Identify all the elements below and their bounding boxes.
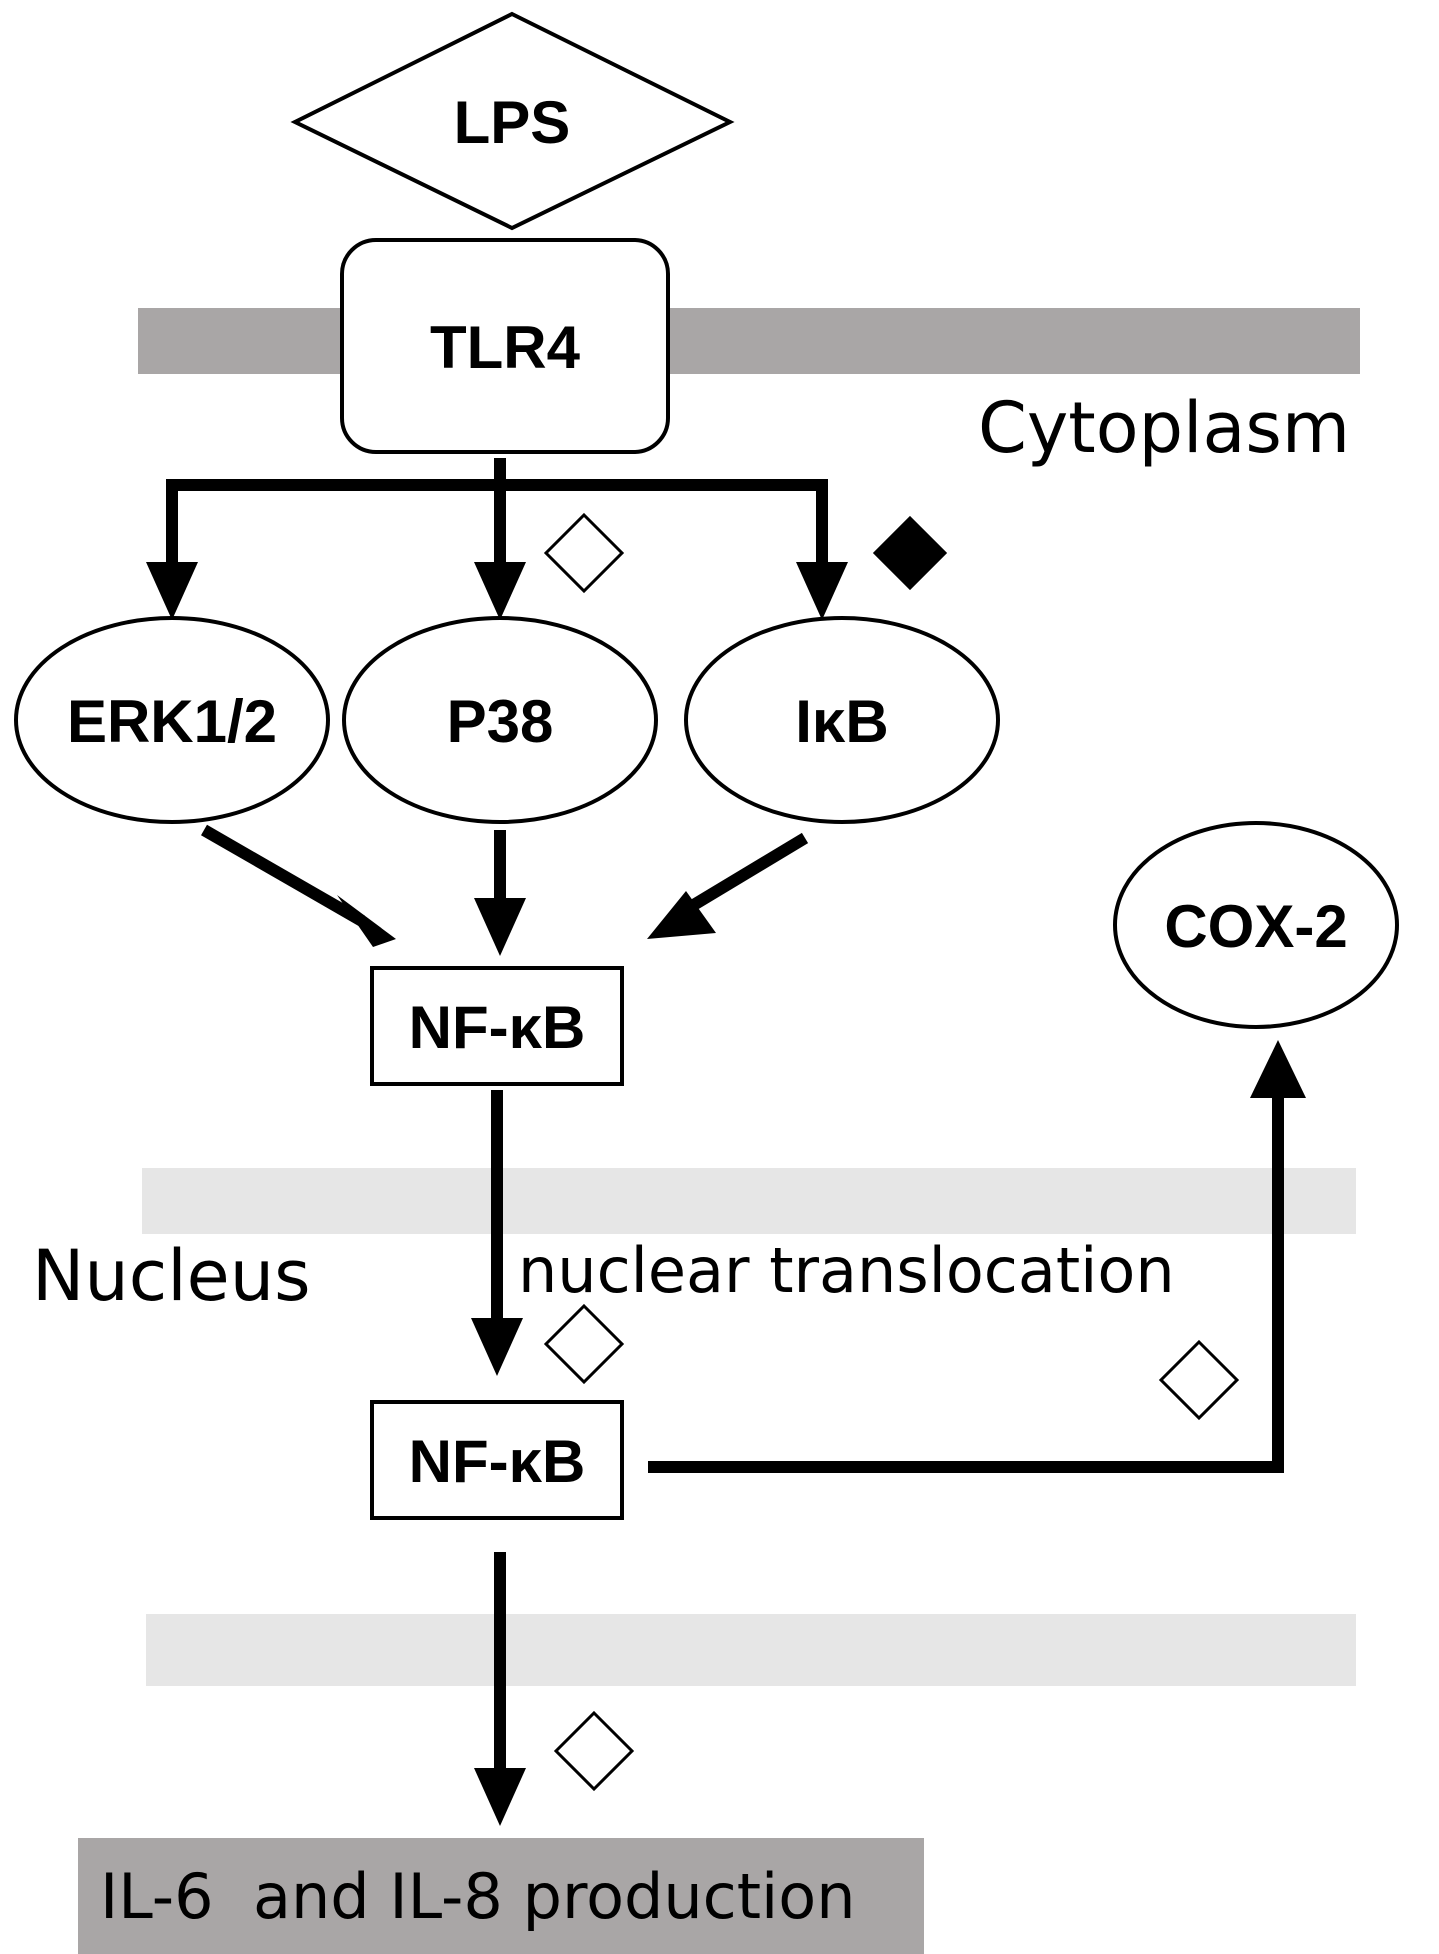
ikb-node	[684, 616, 1000, 824]
output-box	[78, 1838, 924, 1954]
erk-label: ERK1/2	[67, 688, 277, 755]
nfkb-nuc-label: NF-κB	[409, 1428, 586, 1495]
arrowhead-erk-nfkb	[337, 895, 396, 947]
marker-open-output	[553, 1710, 635, 1792]
arrowhead-cox2	[1250, 1040, 1306, 1098]
arrowhead-p38-nfkb	[474, 898, 526, 956]
erk-node	[14, 616, 330, 824]
p38-node	[342, 616, 658, 824]
translocation-label: nuclear translocation	[518, 1234, 1175, 1307]
lps-label: LPS	[454, 89, 571, 156]
tlr4-label: TLR4	[430, 314, 581, 381]
nucleus-label: Nucleus	[32, 1235, 311, 1317]
nfkb-cyto-label: NF-κB	[409, 994, 586, 1061]
tlr4-node	[340, 238, 670, 454]
nfkb-cyto-node	[370, 966, 624, 1086]
arrow-erk-to-nfkb	[201, 824, 365, 927]
cox2-label: COX-2	[1164, 893, 1347, 960]
cytoplasm-label: Cytoplasm	[978, 387, 1350, 469]
arrowhead-ikb	[796, 562, 848, 620]
cell-membrane	[138, 308, 1360, 374]
output-label: IL-6 and IL-8 production	[100, 1860, 856, 1933]
arrowhead-p38	[474, 562, 526, 620]
arrowhead-erk	[146, 562, 198, 620]
arrowhead-ikb-nfkb	[647, 891, 716, 939]
marker-open-translocation	[543, 1303, 625, 1385]
marker-open-cox2	[1158, 1339, 1240, 1421]
arrowhead-output	[474, 1768, 526, 1826]
nuclear-membrane-lower	[146, 1614, 1356, 1686]
lps-node	[290, 11, 735, 231]
cox2-node	[1113, 821, 1399, 1029]
nfkb-nuc-node	[370, 1400, 624, 1520]
arrowhead-translocation	[471, 1318, 523, 1376]
nuclear-membrane-upper	[142, 1168, 1356, 1234]
marker-filled-ikb	[872, 515, 948, 591]
ikb-label: IκB	[795, 688, 888, 755]
marker-open-p38	[543, 512, 625, 594]
p38-label: P38	[447, 688, 554, 755]
